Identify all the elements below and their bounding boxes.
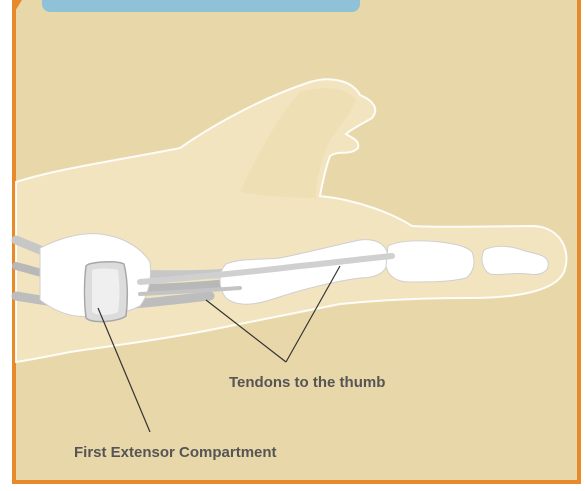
first-extensor-compartment-label: First Extensor Compartment	[74, 444, 277, 461]
proximal-phalanx-bone	[386, 241, 474, 282]
extensor-compartment-highlight	[92, 269, 120, 316]
tendons-label: Tendons to the thumb	[229, 374, 385, 391]
